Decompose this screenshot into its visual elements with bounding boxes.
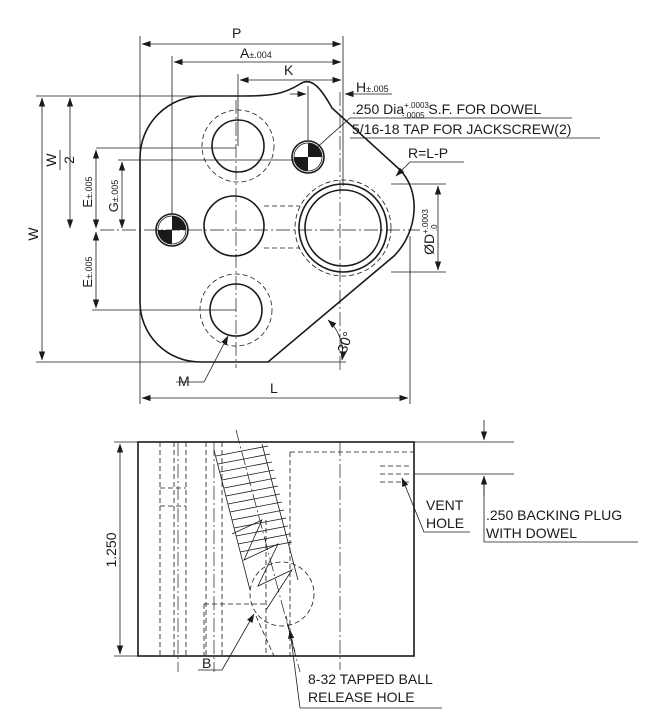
dim-L-label: L xyxy=(270,380,278,396)
top-view: P A±.004 K H±.005 .250 Dia+.0003-.0005 S… xyxy=(25,25,600,404)
dowel-note-suffix: S.F. FOR DOWEL xyxy=(425,101,542,117)
radius-leader xyxy=(395,161,411,177)
dim-A-tol: ±.004 xyxy=(249,50,271,60)
main-bore-inner xyxy=(304,189,382,267)
leader-vent xyxy=(401,477,425,533)
dim-G-label: G±.005 xyxy=(106,180,121,213)
dim-E-bottom-label: E±.005 xyxy=(80,256,95,287)
dowel-note-tol-minus: -.0005 xyxy=(402,111,425,120)
dim-W-half-num: W xyxy=(43,153,59,167)
backing-note-line1: .250 BACKING PLUG xyxy=(486,507,622,523)
dim-G-main: G xyxy=(106,202,121,212)
dim-B-label: B xyxy=(202,655,211,671)
dowel-note-tol-plus: +.0003 xyxy=(404,101,429,110)
dim-D-prefix: ØD xyxy=(421,234,437,255)
main-bore xyxy=(298,183,388,273)
dim-A-label: A±.004 xyxy=(240,45,272,61)
dim-P-label: P xyxy=(232,25,241,41)
dim-D-label: ØD+.0003.0 xyxy=(421,209,439,255)
dowel-note-prefix: .250 Dia xyxy=(352,101,404,117)
angle-arc xyxy=(327,319,347,361)
dim-K-label: K xyxy=(284,62,294,78)
dim-W-label: W xyxy=(25,227,41,241)
dim-E-top-main: E xyxy=(80,199,95,208)
middle-hole xyxy=(203,195,265,257)
drill-zigzag xyxy=(231,519,294,611)
dim-W-half-den: 2 xyxy=(61,156,77,164)
dim-D-tol-minus: .0 xyxy=(430,224,439,231)
dim-E-bottom-main: E xyxy=(80,279,95,288)
ball-note-line2: RELEASE HOLE xyxy=(308,689,415,705)
ball-hidden xyxy=(249,561,315,627)
dim-height-label: 1.250 xyxy=(103,532,119,567)
dim-A-main: A xyxy=(240,45,250,61)
dim-H-label: H±.005 xyxy=(356,79,389,95)
leader-M xyxy=(203,335,229,383)
plate-outline xyxy=(139,81,415,363)
dim-E-top-tol: ±.005 xyxy=(84,176,94,198)
dim-G-tol: ±.005 xyxy=(110,180,120,202)
vent-note-line2: HOLE xyxy=(426,515,464,531)
vent-note-line1: VENT xyxy=(426,497,464,513)
ball-note-line1: 8-32 TAPPED BALL xyxy=(308,671,433,687)
dim-M-label: M xyxy=(178,373,190,389)
bore-counterbore xyxy=(294,179,392,277)
dim-W-half-label: W 2 xyxy=(43,150,77,170)
jackscrew-edge xyxy=(261,443,299,581)
leader-line xyxy=(313,117,351,151)
side-block-outline xyxy=(137,441,415,657)
dim-D-tol-plus: +.0003 xyxy=(421,209,430,234)
dowel-note: .250 Dia+.0003-.0005 S.F. FOR DOWEL xyxy=(352,101,541,120)
dim-H-tol: ±.005 xyxy=(366,84,388,94)
hidden-line xyxy=(255,615,275,657)
dim-H-main: H xyxy=(356,79,366,95)
leader-B xyxy=(221,613,255,671)
dim-E-top-label: E±.005 xyxy=(80,176,95,207)
dim-E-bottom-tol: ±.005 xyxy=(84,256,94,278)
angle-label: 30° xyxy=(334,330,356,355)
dowel-symbol-top xyxy=(291,140,325,174)
jackscrew-threads xyxy=(215,445,293,553)
dowel-symbol-left xyxy=(155,213,189,247)
jackscrew-note: 5/16-18 TAP FOR JACKSCREW(2) xyxy=(352,121,571,137)
side-view: 1.250 .250 BACKING PLUG WITH DOWEL VENT … xyxy=(103,420,638,709)
radius-label: R=L-P xyxy=(408,145,448,161)
leader-ball xyxy=(287,629,301,709)
backing-note-line2: WITH DOWEL xyxy=(486,525,577,541)
